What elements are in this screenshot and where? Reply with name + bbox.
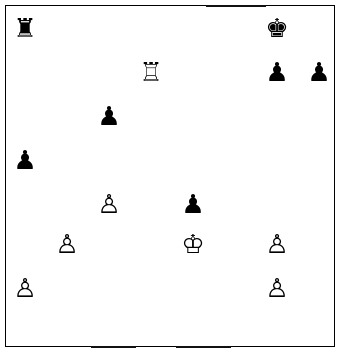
black-pawn[interactable]: ♟ xyxy=(263,59,291,87)
white-pawn[interactable]: ♙ xyxy=(263,231,291,259)
white-pawn[interactable]: ♙ xyxy=(53,231,81,259)
black-king[interactable]: ♚ xyxy=(263,15,291,43)
white-pawn[interactable]: ♙ xyxy=(11,275,39,303)
bottom-edge-mark-left xyxy=(91,346,136,348)
bottom-edge-mark-right xyxy=(176,346,231,348)
black-pawn[interactable]: ♟ xyxy=(11,147,39,175)
black-pawn[interactable]: ♟ xyxy=(179,191,207,219)
black-pawn[interactable]: ♟ xyxy=(305,59,333,87)
black-rook[interactable]: ♜ xyxy=(11,15,39,43)
white-rook[interactable]: ♖ xyxy=(137,59,165,87)
white-king[interactable]: ♔ xyxy=(179,231,207,259)
black-pawn[interactable]: ♟ xyxy=(95,103,123,131)
white-pawn[interactable]: ♙ xyxy=(263,275,291,303)
chess-board[interactable]: ♜ ♚ ♖ ♟ ♟ ♟ ♟ ♙ ♟ ♙ ♔ ♙ ♙ ♙ xyxy=(5,5,335,347)
top-edge-mark xyxy=(206,5,266,7)
white-pawn[interactable]: ♙ xyxy=(95,191,123,219)
